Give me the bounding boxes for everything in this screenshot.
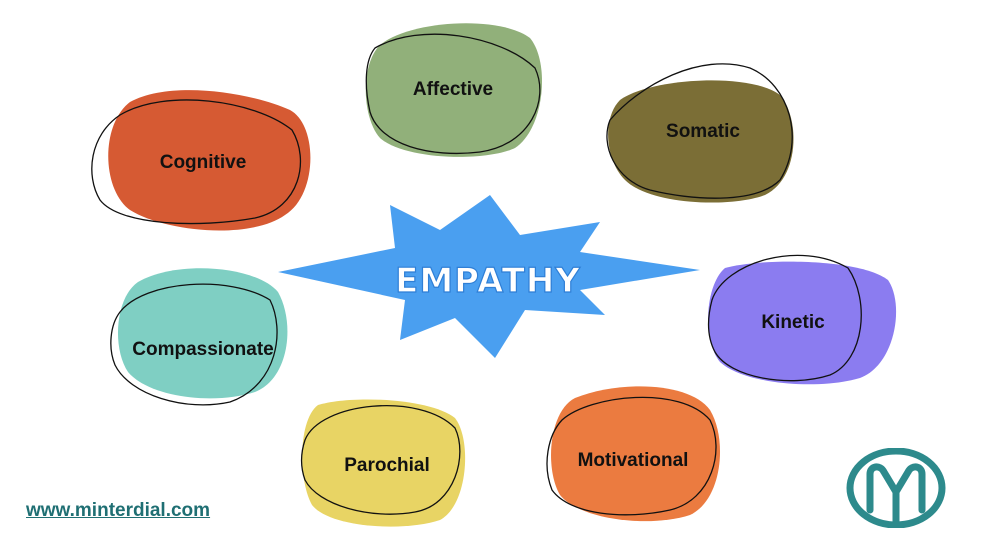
cognitive-label: Cognitive (160, 152, 247, 173)
affective-label: Affective (413, 79, 493, 100)
somatic-outline (606, 63, 793, 199)
parochial-blob (302, 399, 466, 527)
kinetic-label: Kinetic (761, 312, 825, 333)
parochial-label: Parochial (344, 455, 430, 476)
minterdial-logo-icon (846, 448, 946, 528)
affective-outline (365, 33, 541, 155)
node-motivational: Motivational (546, 386, 721, 522)
parochial-outline (300, 404, 461, 515)
somatic-blob (608, 80, 794, 203)
motivational-outline (546, 396, 717, 516)
cognitive-blob (108, 90, 311, 231)
somatic-label: Somatic (666, 121, 740, 142)
node-somatic: Somatic (606, 63, 794, 203)
kinetic-outline (707, 254, 862, 382)
compassionate-label: Compassionate (132, 339, 273, 360)
compassionate-blob (117, 268, 288, 399)
starburst-shape (278, 195, 700, 358)
compassionate-outline (110, 283, 278, 406)
node-compassionate: Compassionate (110, 268, 288, 406)
center-label: EMPATHY (395, 261, 581, 301)
motivational-blob (551, 386, 721, 522)
kinetic-blob (708, 261, 897, 385)
node-affective: Affective (365, 23, 542, 157)
motivational-label: Motivational (578, 450, 689, 471)
website-link[interactable]: www.minterdial.com (26, 500, 211, 521)
node-parochial: Parochial (300, 399, 466, 527)
node-cognitive: Cognitive (91, 90, 311, 231)
node-kinetic: Kinetic (707, 254, 897, 385)
cognitive-outline (91, 99, 302, 225)
affective-blob (365, 23, 542, 157)
center-node: EMPATHY (278, 195, 700, 358)
